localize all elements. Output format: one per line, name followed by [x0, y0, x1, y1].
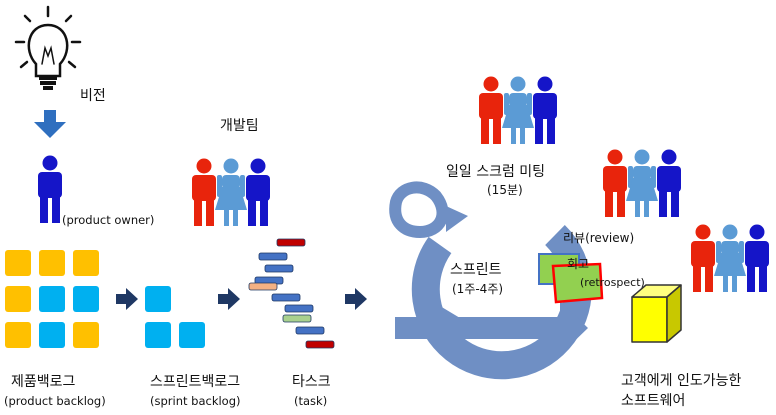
task-bar: [258, 252, 288, 261]
product-backlog-subtitle: (product backlog): [4, 394, 106, 408]
task-bar: [295, 326, 325, 335]
lightbulb-icon: [14, 5, 82, 90]
sprint-title: 스프린트: [450, 262, 502, 278]
product-owner-person-icon: [38, 155, 62, 223]
retrospect-title: 회고: [567, 257, 589, 271]
sprint-backlog-grid: [145, 286, 205, 348]
daily-scrum-title: 일일 스크럼 미팅: [446, 164, 545, 180]
task-title: 타스크: [292, 374, 331, 390]
sprint-backlog-subtitle: (sprint backlog): [150, 394, 241, 408]
task-bar: [276, 238, 306, 247]
task-bar: [305, 340, 335, 349]
right-arrow-icon: [116, 288, 138, 310]
product-owner-label: (product owner): [62, 213, 154, 227]
retrospect-subtitle: (retrospect): [580, 276, 645, 289]
review-label: 리뷰(review): [563, 231, 634, 245]
product-backlog-grid: [5, 250, 99, 348]
task-bar: [264, 264, 294, 273]
task-subtitle: (task): [294, 394, 327, 408]
right-arrow-icon: [345, 288, 367, 310]
daily-scrum-duration: (15분): [487, 183, 523, 197]
sprint-duration: (1주-4주): [452, 282, 503, 296]
dev-team-group-icon: [192, 158, 270, 226]
sprint-backlog-title: 스프린트백로그: [150, 374, 240, 390]
task-bar: [282, 314, 312, 323]
task-bar: [271, 293, 301, 302]
dev-team-label: 개발팀: [220, 118, 259, 134]
right-arrow-icon: [218, 288, 240, 310]
task-bar: [284, 304, 314, 313]
deliverable-cube-icon: [631, 284, 682, 343]
review-team-icon: [603, 149, 681, 217]
task-bar: [248, 282, 278, 291]
down-arrow-icon: [34, 110, 66, 138]
product-backlog-title: 제품백로그: [11, 374, 76, 390]
deliverable-line1: 고객에게 인도가능한: [621, 373, 741, 389]
task-bars: [248, 238, 335, 349]
deliverable-line2: 소프트웨어: [621, 393, 685, 409]
customer-team-icon: [691, 224, 769, 292]
vision-label: 비전: [80, 88, 106, 104]
retrospect-card: [551, 262, 604, 304]
daily-scrum-team-icon: [479, 76, 557, 144]
